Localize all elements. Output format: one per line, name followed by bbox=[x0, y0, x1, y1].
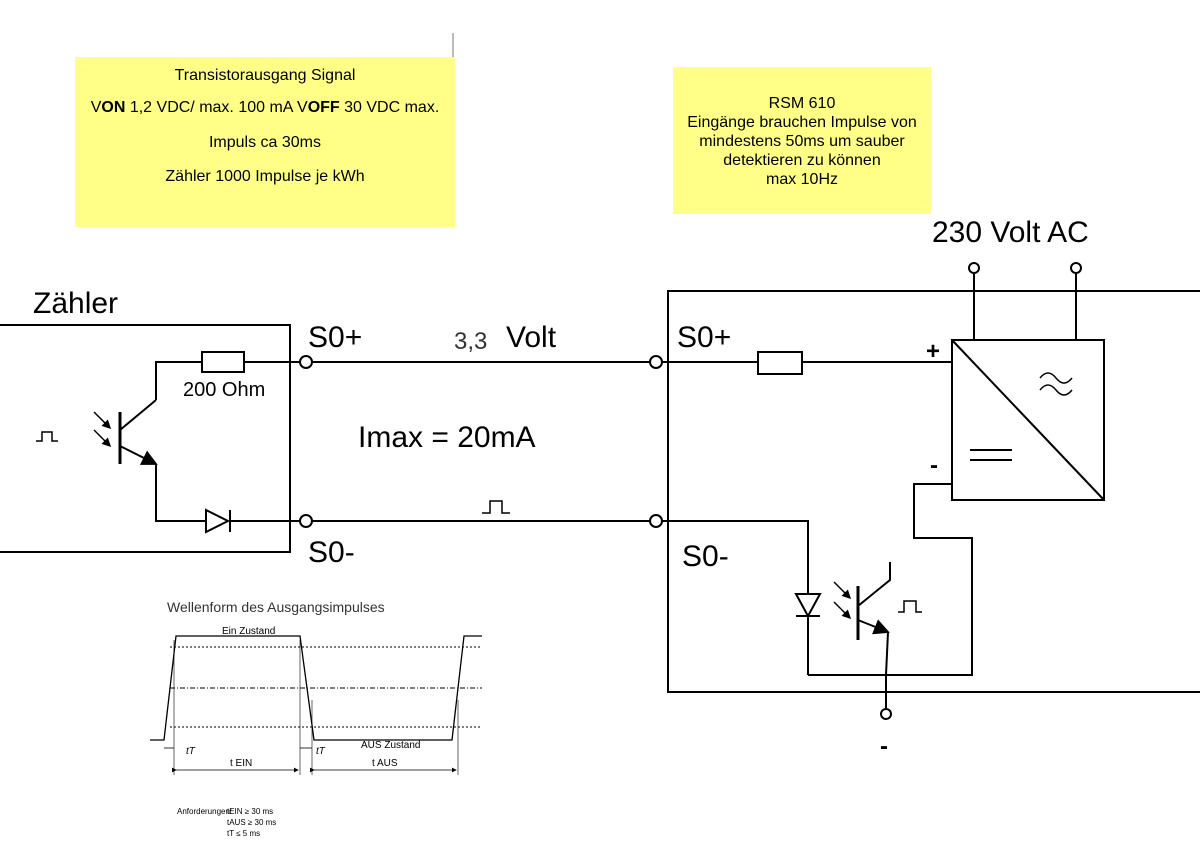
current-label: Imax = 20mA bbox=[358, 421, 536, 454]
note-right-line5: max 10Hz bbox=[765, 171, 839, 188]
note-right-line3: mindestens 50ms um sauber bbox=[699, 133, 905, 150]
waveform-t-t1: tT bbox=[186, 746, 195, 757]
waveform-t-aus: t AUS bbox=[372, 758, 398, 769]
rsm-resistor bbox=[757, 351, 803, 375]
rsm-internal bbox=[662, 274, 1105, 708]
voltage-number: 3,3 bbox=[454, 328, 488, 355]
s0minus-left-label: S0- bbox=[308, 536, 355, 569]
rsm-box bbox=[667, 290, 1200, 693]
supply-label: 230 Volt AC bbox=[932, 216, 1089, 249]
terminal-right-minus bbox=[649, 514, 663, 528]
terminal-left-plus bbox=[299, 355, 313, 369]
meter-resistor bbox=[201, 351, 245, 373]
converter-minus-label: - bbox=[930, 452, 938, 479]
s0plus-right-label: S0+ bbox=[677, 321, 732, 354]
note-left-line4: Zähler 1000 Impulse je kWh bbox=[165, 168, 365, 185]
note-left-line1: Transistorausgang Signal bbox=[174, 67, 356, 84]
converter-box bbox=[951, 339, 1105, 501]
ac-terminal-2 bbox=[1070, 262, 1082, 274]
ground-terminal bbox=[880, 708, 892, 720]
terminal-left-minus bbox=[299, 514, 313, 528]
note-left-line2: VON 1,2 VDC/ max. 100 mA VOFF 30 VDC max… bbox=[90, 99, 440, 116]
waveform-off-state: AUS Zustand bbox=[361, 740, 421, 751]
waveform-t-t2: tT bbox=[316, 746, 325, 757]
note-right-line2: Eingänge brauchen Impulse von bbox=[687, 114, 917, 131]
resistor-label: 200 Ohm bbox=[183, 379, 266, 401]
note-right-line4: detektieren zu können bbox=[723, 152, 881, 169]
waveform-req2: tAUS ≥ 30 ms bbox=[227, 818, 277, 827]
waveform-title: Wellenform des Ausgangsimpulses bbox=[167, 599, 385, 615]
meter-box bbox=[0, 324, 291, 553]
note-left-line3: Impuls ca 30ms bbox=[208, 134, 322, 151]
ac-terminal-1 bbox=[968, 262, 980, 274]
waveform-t-ein: t EIN bbox=[230, 758, 253, 769]
waveform-on-state: Ein Zustand bbox=[222, 626, 276, 637]
pulse-symbol-wire bbox=[482, 500, 510, 514]
meter-internal bbox=[36, 351, 300, 534]
waveform-req1: tEIN ≥ 30 ms bbox=[227, 807, 274, 816]
waveform-req-label: Anforderungen: bbox=[177, 807, 233, 816]
note-right-line1: RSM 610 bbox=[768, 95, 836, 112]
note-transistor-output: Transistorausgang Signal VON 1,2 VDC/ ma… bbox=[75, 57, 455, 227]
voltage-unit: Volt bbox=[506, 321, 557, 354]
s0minus-right-label: S0- bbox=[682, 540, 729, 573]
ground-minus-label: - bbox=[880, 733, 888, 760]
s0plus-left-label: S0+ bbox=[308, 321, 363, 354]
meter-label: Zähler bbox=[33, 287, 119, 320]
converter-plus-label: + bbox=[926, 338, 941, 365]
waveform-req3: tT ≤ 5 ms bbox=[227, 829, 261, 838]
terminal-right-plus bbox=[649, 355, 663, 369]
note-rsm610: RSM 610 Eingänge brauchen Impulse von mi… bbox=[673, 67, 931, 214]
waveform-graph bbox=[150, 635, 482, 775]
